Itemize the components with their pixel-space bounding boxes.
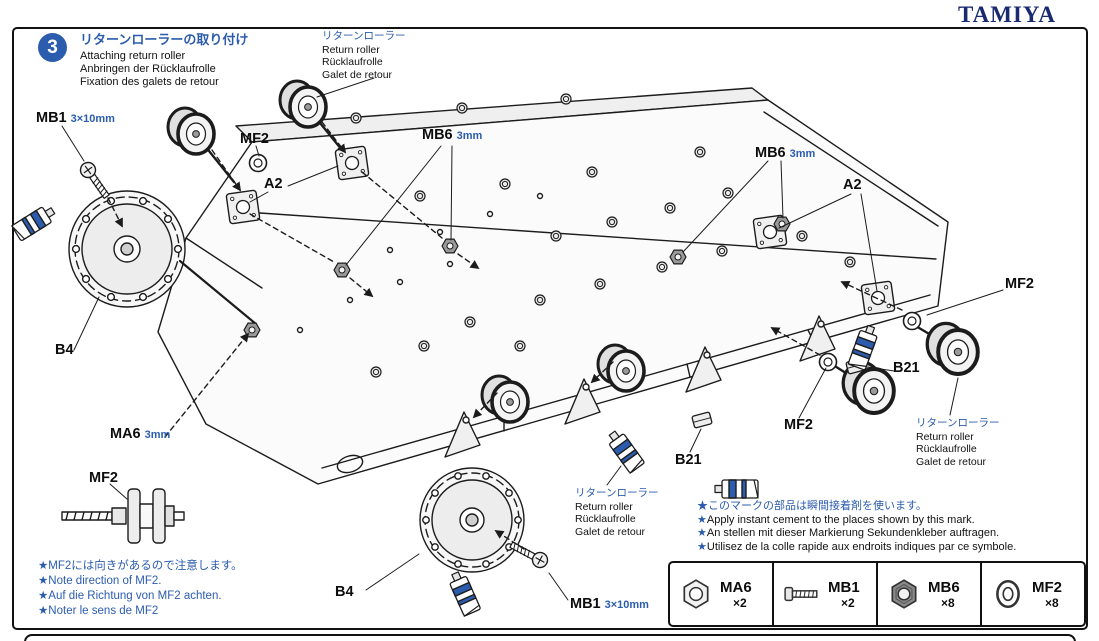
rr-right-de: Rücklaufrolle bbox=[916, 443, 977, 455]
mf2-note-de: ★Auf die Richtung von MF2 achten. bbox=[38, 590, 222, 602]
part-label-b4-bottom: B4 bbox=[335, 584, 354, 600]
rr-top-de: Rücklaufrolle bbox=[322, 56, 383, 68]
part-label-b21-right: B21 bbox=[893, 360, 920, 376]
mf2-roller-icon bbox=[996, 579, 1020, 609]
rr-mid-fr: Galet de retour bbox=[575, 525, 646, 538]
ma6-nut-icon bbox=[683, 579, 709, 609]
rr-right-ja: リターンローラー bbox=[916, 417, 1000, 429]
cement-note-de: ★An stellen mit dieser Markierung Sekund… bbox=[697, 527, 1000, 539]
hull-holes bbox=[296, 192, 544, 334]
mb1-screw-icon bbox=[784, 586, 818, 602]
step-title-de: Anbringen der Rücklaufrolle bbox=[80, 63, 216, 75]
rr-right-en: Return roller bbox=[916, 430, 974, 443]
parts-count-box: MA6×2 MB1×2 MB6×8 bbox=[668, 561, 1086, 627]
next-step-panel-edge bbox=[24, 634, 1076, 641]
return-roller-callout-right: リターンローラー Return roller Rücklaufrolle Gal… bbox=[916, 417, 999, 468]
parts-count-mf2: MF2×8 bbox=[980, 563, 1084, 625]
part-label-a2-right: A2 bbox=[843, 177, 862, 193]
mf2-note-ja: ★MF2には向きがあるので注意します。 bbox=[38, 560, 243, 572]
rr-top-en: Return roller bbox=[322, 43, 380, 56]
part-label-mf2-mid-right: MF2 bbox=[784, 417, 813, 433]
b4-sprocket-left bbox=[68, 190, 258, 326]
step-panel-border bbox=[12, 27, 1088, 630]
part-label-mf2-top: MF2 bbox=[240, 131, 269, 147]
part-label-a2-left: A2 bbox=[264, 176, 283, 192]
part-label-b21-mid: B21 bbox=[675, 452, 702, 468]
mf2-note-en: ★Note direction of MF2. bbox=[38, 575, 162, 587]
parts-count-ma6: MA6×2 bbox=[670, 563, 772, 625]
mf2-note-fr: ★Noter le sens de MF2 bbox=[38, 605, 159, 617]
rr-mid-ja: リターンローラー bbox=[575, 487, 659, 499]
part-label-mf2-far-right: MF2 bbox=[1005, 276, 1034, 292]
roller-brackets bbox=[444, 315, 836, 458]
return-roller-callout-top: リターンローラー Return roller Rücklaufrolle Gal… bbox=[322, 30, 405, 81]
part-label-mf2-detail: MF2 bbox=[89, 470, 118, 486]
rr-top-fr: Galet de retour bbox=[322, 68, 393, 81]
parts-count-mb6: MB6×8 bbox=[876, 563, 980, 625]
mb6-nut-icon bbox=[891, 579, 917, 609]
cement-notes: ★このマークの部品は瞬間接着剤を使います。 ★Apply instant cem… bbox=[697, 500, 1016, 554]
rr-mid-de: Rücklaufrolle bbox=[575, 513, 636, 525]
assembly-guides bbox=[107, 121, 903, 550]
parts-count-mb1: MB1×2 bbox=[772, 563, 876, 625]
rr-mid-en: Return roller bbox=[575, 500, 633, 513]
cement-note-en: ★Apply instant cement to the places show… bbox=[697, 513, 975, 526]
step-title-ja: リターンローラーの取り付け bbox=[80, 32, 249, 47]
step-titles: リターンローラーの取り付け Attaching return roller An… bbox=[80, 32, 248, 89]
step-number-badge: 3 bbox=[38, 33, 67, 62]
mf2-detail-drawing bbox=[61, 488, 185, 544]
cement-note-fr: ★Utilisez de la colle rapide aux endroit… bbox=[697, 540, 1017, 553]
part-label-b4-left: B4 bbox=[55, 342, 74, 358]
rr-right-fr: Galet de retour bbox=[916, 455, 987, 468]
return-roller-callout-mid: リターンローラー Return roller Rücklaufrolle Gal… bbox=[575, 487, 658, 538]
tamiya-logo: TAMIYA bbox=[958, 2, 1057, 27]
cement-note-ja: ★このマークの部品は瞬間接着剤を使います。 bbox=[697, 500, 927, 512]
rr-top-ja: リターンローラー bbox=[322, 30, 406, 42]
step-title-en: Attaching return roller bbox=[80, 50, 186, 62]
leader-lines bbox=[61, 77, 1004, 601]
b4-sprocket-bottom bbox=[419, 467, 525, 573]
hull-outline bbox=[157, 87, 949, 485]
step-title-fr: Fixation des galets de retour bbox=[80, 76, 219, 88]
mf2-direction-notes: ★MF2には向きがあるので注意します。 ★Note direction of M… bbox=[38, 559, 243, 619]
